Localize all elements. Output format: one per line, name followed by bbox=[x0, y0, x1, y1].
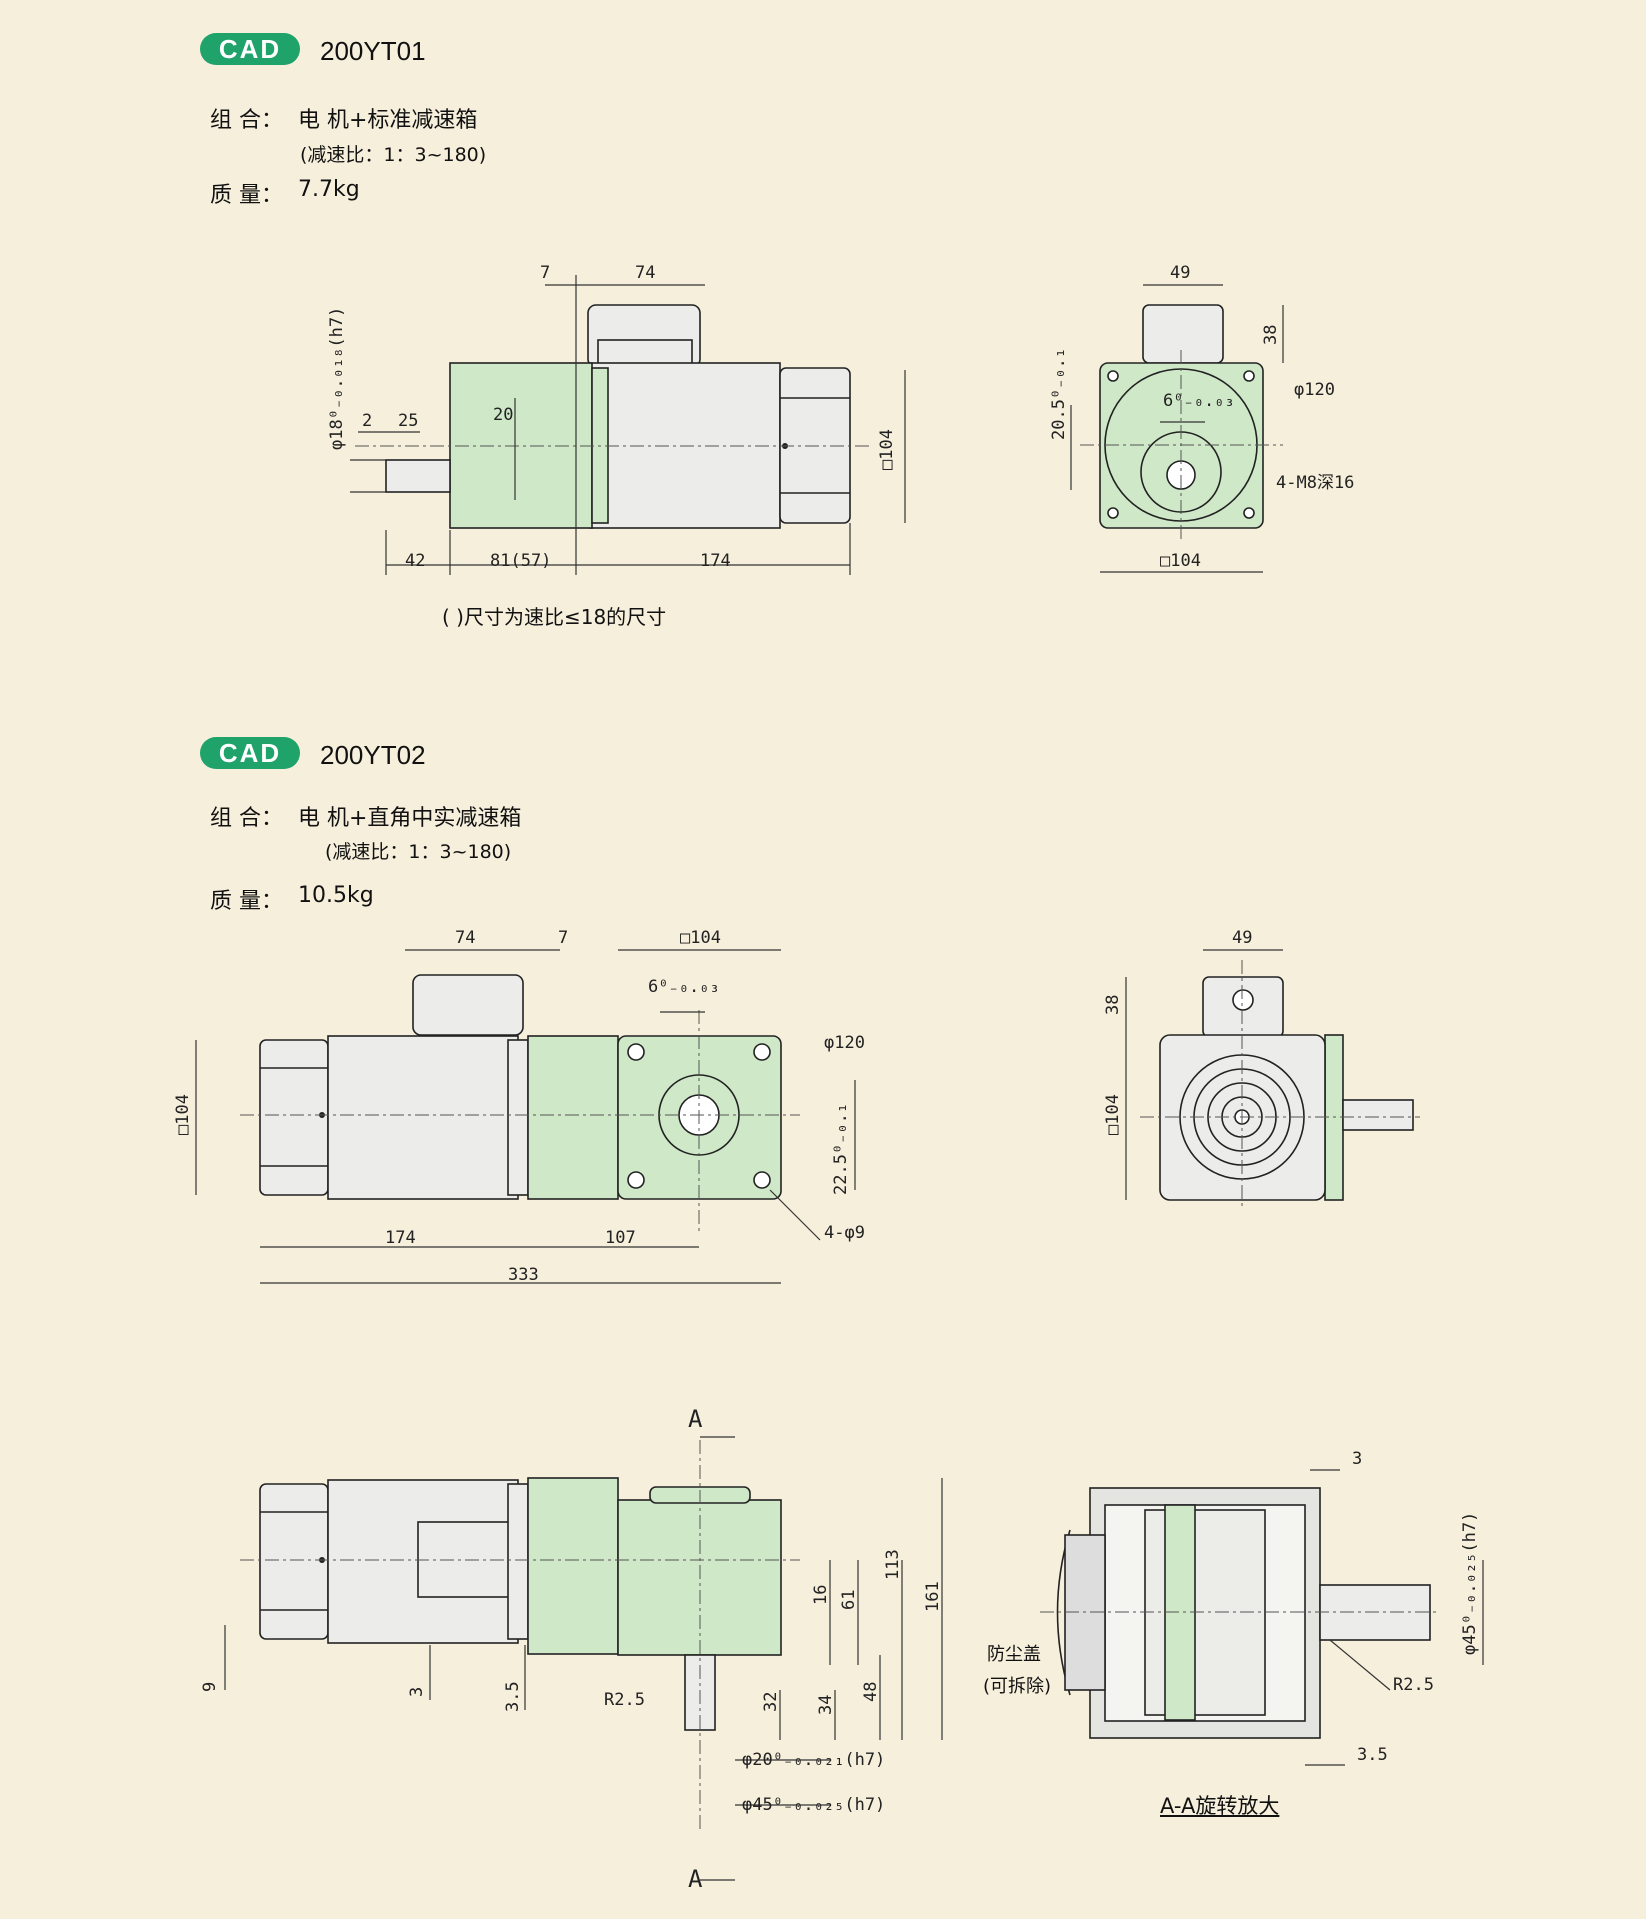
dim-sec-phi45: φ45⁰₋₀.₀₂₅(h7) bbox=[1460, 1512, 1480, 1655]
dust-cover-removable-label: (可拆除) bbox=[983, 1676, 1052, 1697]
dim-d1f-6: 6⁰₋₀.₀₃ bbox=[1163, 391, 1235, 411]
dim-d3-35: 3.5 bbox=[503, 1681, 523, 1712]
dim-d1-20: 20 bbox=[493, 405, 513, 425]
dim-d2-7: 7 bbox=[558, 928, 568, 948]
dim-d1f-205: 20.5⁰₋₀.₁ bbox=[1049, 348, 1069, 440]
dim-d1-174: 174 bbox=[700, 551, 731, 571]
mass-label-2: 质 量： bbox=[210, 889, 283, 914]
dim-d3-phi45: φ45⁰₋₀.₀₂₅(h7) bbox=[742, 1795, 885, 1815]
drawing-200yt02-end: 49 38 □104 bbox=[1103, 928, 1420, 1210]
combo-value-2: 电 机+直角中实减速箱 bbox=[298, 806, 522, 831]
dim-d3-32: 32 bbox=[761, 1692, 781, 1712]
dim-d3-61: 61 bbox=[839, 1590, 859, 1610]
drawing-200yt01-side: 7 74 2 25 20 42 81(57) 174 □104 φ18⁰₋₀.₀… bbox=[327, 263, 906, 575]
drawing-section-aa: 3 φ45⁰₋₀.₀₂₅(h7) R2.5 3.5 bbox=[1040, 1449, 1484, 1766]
cad-badge-2[interactable]: CAD bbox=[200, 737, 300, 769]
dim-d1-shaft: φ18⁰₋₀.₀₁₈(h7) bbox=[327, 307, 347, 450]
dim-d2e-38: 38 bbox=[1103, 995, 1123, 1015]
mass-label-1: 质 量： bbox=[210, 183, 283, 208]
dim-d3-113: 113 bbox=[883, 1549, 903, 1580]
dim-d1f-49: 49 bbox=[1170, 263, 1190, 283]
ratio-1: (减速比：1：3~180) bbox=[300, 144, 487, 166]
dim-d2e-104: □104 bbox=[1103, 1094, 1123, 1135]
dim-d1f-m8: 4-M8深16 bbox=[1276, 473, 1354, 493]
model-title-2: 200YT02 bbox=[320, 740, 426, 770]
drawing-200yt02-side: 74 7 □104 6⁰₋₀.₀₃ φ120 □104 22.5⁰₋₀.₁ 4-… bbox=[173, 928, 865, 1285]
combo-label-2: 组 合： bbox=[210, 806, 283, 831]
dim-d3-34: 34 bbox=[816, 1695, 836, 1715]
mass-value-1: 7.7kg bbox=[298, 177, 360, 202]
dim-d3-r25: R2.5 bbox=[604, 1690, 645, 1710]
dim-d3-161: 161 bbox=[923, 1581, 943, 1612]
dim-d1f-104: □104 bbox=[1160, 551, 1201, 571]
dim-d1f-120: φ120 bbox=[1294, 380, 1335, 400]
dim-sec-35: 3.5 bbox=[1357, 1745, 1388, 1765]
dim-d1-74: 74 bbox=[635, 263, 655, 283]
drawing-200yt02-bottom: A A 113 161 16 61 9 3 3.5 R2.5 32 34 48 … bbox=[200, 1405, 943, 1893]
dim-d2-sq104: □104 bbox=[680, 928, 721, 948]
mass-value-2: 10.5kg bbox=[298, 883, 374, 908]
dim-d1-42: 42 bbox=[405, 551, 425, 571]
dim-d1-2: 2 bbox=[362, 411, 372, 431]
section-title: A-A旋转放大 bbox=[1160, 1794, 1280, 1818]
dim-d2-225: 22.5⁰₋₀.₁ bbox=[831, 1103, 851, 1195]
combo-label-1: 组 合： bbox=[210, 108, 283, 133]
dim-d2-174: 174 bbox=[385, 1228, 416, 1248]
dim-d2-6: 6⁰₋₀.₀₃ bbox=[648, 977, 720, 997]
dim-d1-104: □104 bbox=[877, 429, 897, 470]
dim-d2e-49: 49 bbox=[1232, 928, 1252, 948]
dim-d2-107: 107 bbox=[605, 1228, 636, 1248]
dim-d2-4phi9: 4-φ9 bbox=[824, 1223, 865, 1243]
dim-d2-120: φ120 bbox=[824, 1033, 865, 1053]
dim-d1-81: 81(57) bbox=[490, 551, 551, 571]
drawing-200yt01-front: 49 38 φ120 6⁰₋₀.₀₃ 20.5⁰₋₀.₁ 4-M8深16 □10… bbox=[1049, 263, 1354, 573]
ratio-2: (减速比：1：3~180) bbox=[325, 841, 512, 863]
dim-sec-3: 3 bbox=[1352, 1449, 1362, 1469]
dim-d1f-38: 38 bbox=[1261, 325, 1281, 345]
model-title-1: 200YT01 bbox=[320, 36, 426, 66]
dust-cover-label: 防尘盖 bbox=[987, 1644, 1041, 1665]
dim-d3-9: 9 bbox=[200, 1682, 220, 1692]
dim-d3-phi20: φ20⁰₋₀.₀₂₁(h7) bbox=[742, 1750, 885, 1770]
dim-d2-333: 333 bbox=[508, 1265, 539, 1285]
dimension-note-1: ( )尺寸为速比≤18的尺寸 bbox=[442, 605, 667, 629]
dim-d3-16: 16 bbox=[811, 1585, 831, 1605]
dim-d3-3: 3 bbox=[407, 1687, 427, 1697]
dim-d2-104v: □104 bbox=[173, 1094, 193, 1135]
dim-d1-25: 25 bbox=[398, 411, 418, 431]
cad-badge-1[interactable]: CAD bbox=[200, 33, 300, 65]
combo-value-1: 电 机+标准减速箱 bbox=[298, 108, 478, 133]
dim-d3-section-a-top: A bbox=[688, 1405, 703, 1433]
dim-sec-r25: R2.5 bbox=[1393, 1675, 1434, 1695]
dim-d2-74: 74 bbox=[455, 928, 475, 948]
dim-d3-48: 48 bbox=[861, 1682, 881, 1702]
dim-d1-7: 7 bbox=[540, 263, 550, 283]
dim-d3-section-a-bottom: A bbox=[688, 1865, 703, 1893]
